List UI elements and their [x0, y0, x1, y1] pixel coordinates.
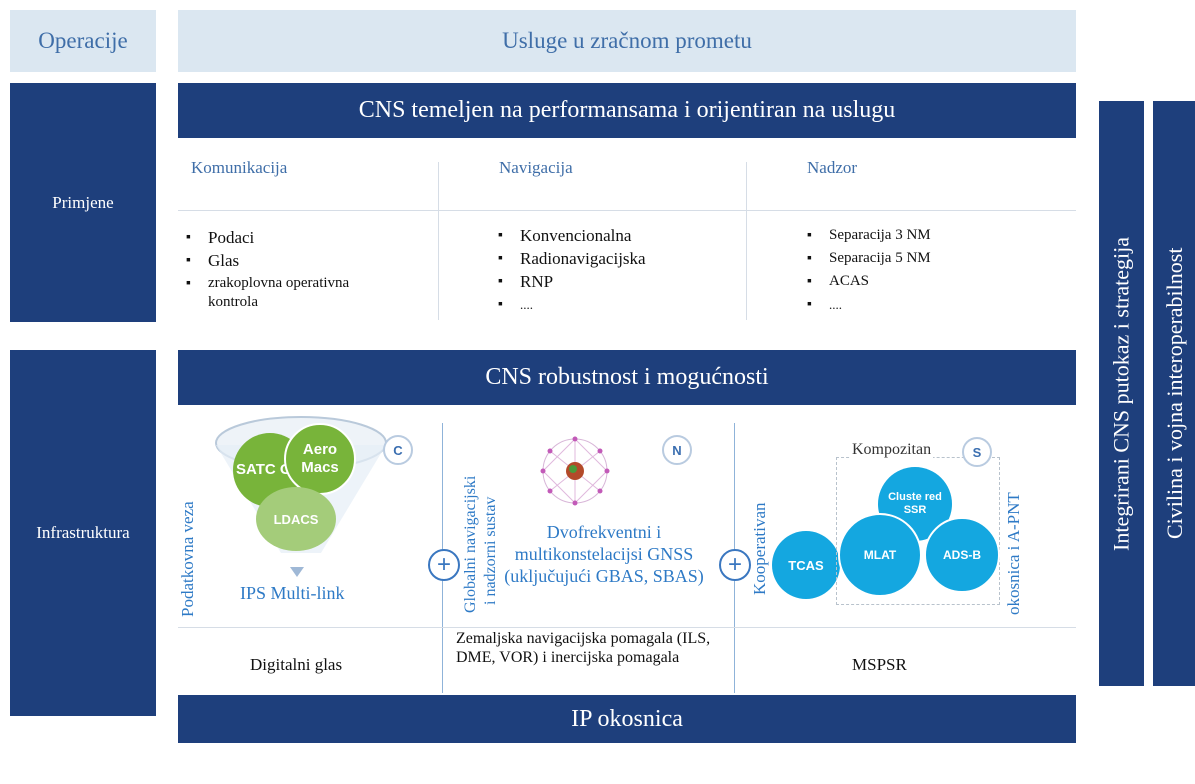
- komunikacija-list: Podaci Glas zrakoplovna operativna kontr…: [184, 228, 414, 316]
- nadzor-list: Separacija 3 NM Separacija 5 NM ACAS ...…: [805, 226, 1035, 318]
- podatkovna-veza-label: Podatkovna veza: [178, 501, 197, 617]
- col-divider: [746, 162, 747, 320]
- badge-c: C: [383, 435, 413, 465]
- civilina-interoperabilnost-bar: Civilina i vojna interoperabilnost: [1153, 101, 1195, 686]
- list-item: zrakoplovna operativna kontrola: [184, 274, 398, 312]
- aeromacs-circle: Aero Macs: [284, 423, 356, 495]
- globalni-label: Globalni navigacijski: [462, 475, 479, 613]
- list-item: Podaci: [184, 228, 414, 247]
- list-item: ....: [805, 295, 1035, 314]
- integrirani-strategija-bar: Integrirani CNS putokaz i strategija: [1099, 101, 1144, 686]
- mspsr: MSPSR: [852, 655, 907, 674]
- badge-n: N: [662, 435, 692, 465]
- list-item: RNP: [496, 272, 726, 291]
- okosnica-apnt-label: okosnica i A-PNT: [1004, 492, 1023, 615]
- nadzorni-label: i nadzorni sustav: [482, 496, 499, 605]
- ldacs-circle: LDACS: [256, 487, 336, 551]
- adsb-circle: ADS-B: [924, 517, 1000, 593]
- list-item: Separacija 5 NM: [805, 249, 1035, 268]
- cns-performanse-bar: CNS temeljen na performansama i orijenti…: [178, 83, 1076, 138]
- satellite-network-icon: [540, 436, 610, 506]
- header-divider: [178, 210, 1076, 211]
- list-item: Separacija 3 NM: [805, 226, 1035, 245]
- list-item: Radionavigacijska: [496, 249, 726, 268]
- ip-okosnica-bar: IP okosnica: [178, 695, 1076, 743]
- digitalni-glas: Digitalni glas: [250, 655, 343, 674]
- bottom-row-divider: [178, 627, 1076, 628]
- applications-panel: Komunikacija Navigacija Nadzor Podaci Gl…: [178, 138, 1076, 322]
- operacije-header: Operacije: [10, 10, 156, 72]
- nadzor-title: Nadzor: [807, 158, 858, 177]
- kooperativan-label: Kooperativan: [750, 502, 769, 595]
- badge-s: S: [962, 437, 992, 467]
- plus-icon: +: [719, 549, 751, 581]
- usluge-header: Usluge u zračnom prometu: [178, 10, 1076, 72]
- down-arrow-icon: [290, 567, 304, 577]
- kompozitan-label: Kompozitan: [850, 441, 934, 459]
- zemaljska-pomagala: Zemaljska navigacijska pomagala (ILS, DM…: [456, 630, 711, 666]
- navigacija-list: Konvencionalna Radionavigacijska RNP ...…: [496, 226, 726, 318]
- cns-robustnost-bar: CNS robustnost i mogućnosti: [178, 350, 1076, 405]
- col-divider: [438, 162, 439, 320]
- list-item: Konvencionalna: [496, 226, 726, 245]
- list-item: Glas: [184, 251, 414, 270]
- plus-icon: +: [428, 549, 460, 581]
- komunikacija-title: Komunikacija: [191, 158, 288, 177]
- gnss-text: Dvofrekventni i multikonstelacijsi GNSS …: [504, 522, 704, 586]
- list-item: ACAS: [805, 272, 1035, 291]
- infrastruktura-label: Infrastruktura: [10, 350, 156, 716]
- ips-multilink: IPS Multi-link: [240, 583, 345, 603]
- mlat-circle: MLAT: [838, 513, 922, 597]
- infrastructure-panel: Podatkovna veza SATC OM Aero Macs LDACS …: [178, 405, 1076, 695]
- list-item: ....: [496, 295, 726, 314]
- primjene-label: Primjene: [10, 83, 156, 322]
- tcas-circle: TCAS: [772, 531, 840, 599]
- navigacija-title: Navigacija: [499, 158, 573, 177]
